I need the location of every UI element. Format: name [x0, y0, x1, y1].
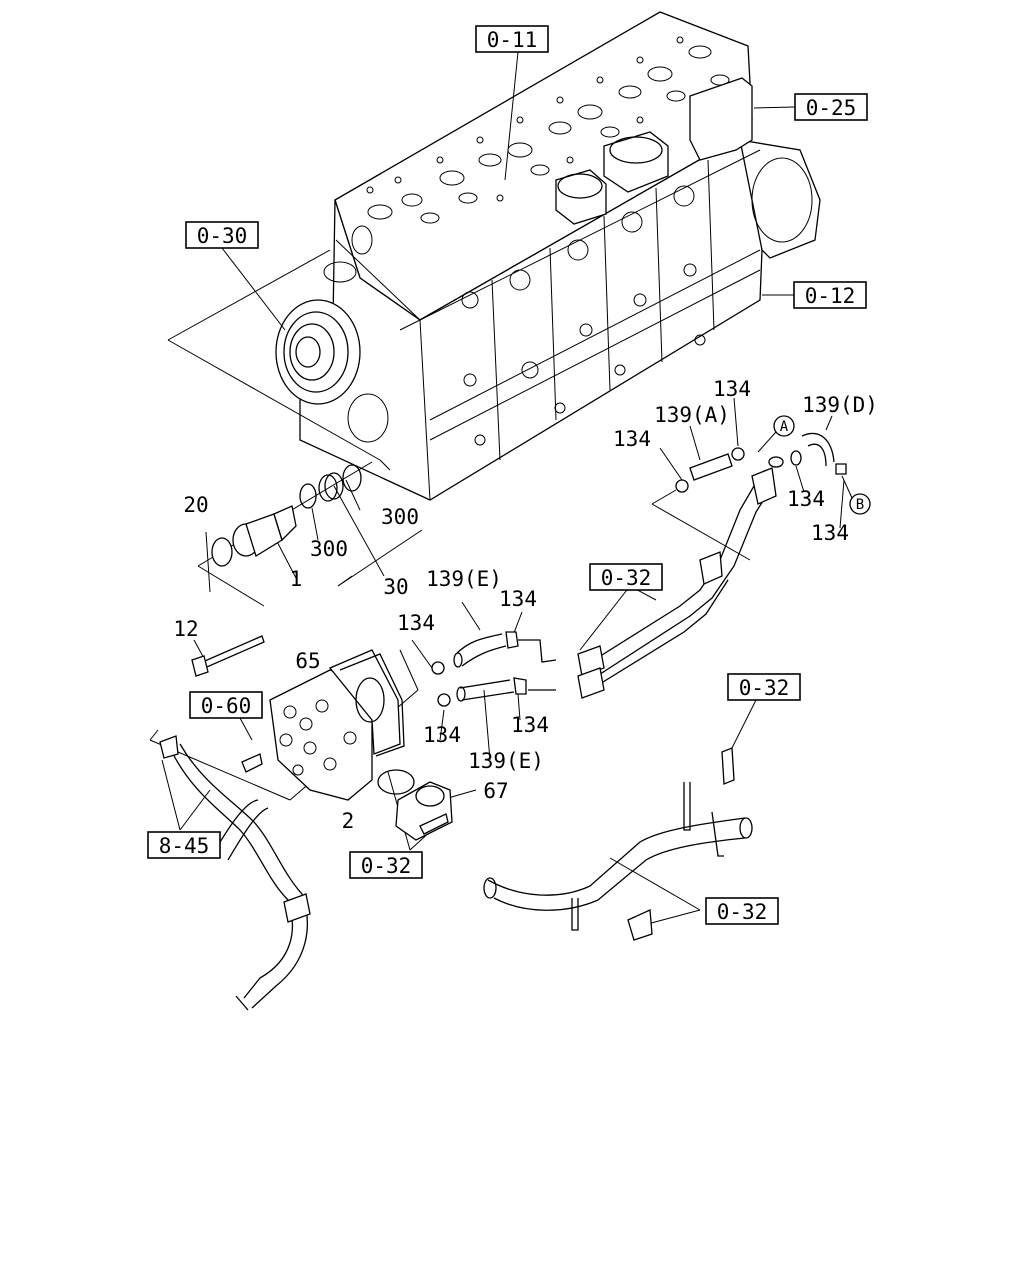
ref-label-0-25: 0-25 — [806, 96, 857, 120]
part-label-300-b: 300 — [381, 505, 419, 529]
part-label-134-a: 134 — [713, 377, 751, 401]
part-label-134-e: 134 — [499, 587, 537, 611]
engine-block-drawing — [275, 11, 821, 501]
ref-box-0-30: 0-30 — [185, 221, 259, 249]
ref-label-0-32-lower: 0-32 — [717, 900, 768, 924]
water-outlet-pipe-drawing — [377, 747, 753, 941]
part-label-134-f: 134 — [397, 611, 435, 635]
part-label-12: 12 — [173, 617, 198, 641]
ref-label-0-30: 0-30 — [197, 224, 248, 248]
ref-box-0-32-lower: 0-32 — [705, 897, 779, 925]
part-label-139e-bottom: 139(E) — [468, 749, 544, 773]
marker-b: B — [849, 493, 871, 515]
marker-a-label: A — [780, 419, 789, 435]
ref-label-0-32-bottom: 0-32 — [361, 854, 412, 878]
part-label-30: 30 — [383, 575, 408, 599]
ref-label-0-32-right: 0-32 — [739, 676, 790, 700]
part-label-134-h: 134 — [511, 713, 549, 737]
ref-label-0-32-mid: 0-32 — [601, 566, 652, 590]
marker-b-label: B — [856, 497, 864, 513]
ref-box-0-12: 0-12 — [793, 281, 867, 309]
part-label-67: 67 — [483, 779, 508, 803]
ref-label-8-45: 8-45 — [159, 834, 210, 858]
bypass-hose-drawing — [159, 735, 311, 1011]
ref-label-0-12: 0-12 — [805, 284, 856, 308]
part-label-134-d: 134 — [811, 521, 849, 545]
marker-a: A — [773, 415, 795, 437]
ref-box-0-60: 0-60 — [189, 691, 263, 719]
part-label-2: 2 — [342, 809, 355, 833]
heater-pipe-drawing — [431, 432, 847, 707]
part-label-134-b: 134 — [613, 427, 651, 451]
part-label-139d: 139(D) — [802, 393, 878, 417]
part-label-20: 20 — [183, 493, 208, 517]
ref-label-0-11: 0-11 — [487, 28, 538, 52]
ref-label-0-60: 0-60 — [201, 694, 252, 718]
part-label-139e-top: 139(E) — [426, 567, 502, 591]
water-pump-housing-drawing — [191, 635, 405, 801]
ref-box-0-25: 0-25 — [794, 93, 868, 121]
ref-box-0-32-bottom: 0-32 — [349, 851, 423, 879]
ref-box-0-32-mid: 0-32 — [589, 563, 663, 591]
thermostat-assembly-drawing — [211, 464, 362, 567]
part-label-1: 1 — [290, 567, 303, 591]
part-label-139a: 139(A) — [654, 403, 730, 427]
part-label-134-g: 134 — [423, 723, 461, 747]
ref-box-0-32-right: 0-32 — [727, 673, 801, 701]
part-label-300-a: 300 — [310, 537, 348, 561]
ref-box-0-11: 0-11 — [475, 25, 549, 53]
part-labels: 20 1 300 300 30 12 65 2 67 134 139(A) 13… — [173, 377, 878, 833]
ref-box-8-45: 8-45 — [147, 831, 221, 859]
part-label-134-c: 134 — [787, 487, 825, 511]
part-label-65: 65 — [295, 649, 320, 673]
